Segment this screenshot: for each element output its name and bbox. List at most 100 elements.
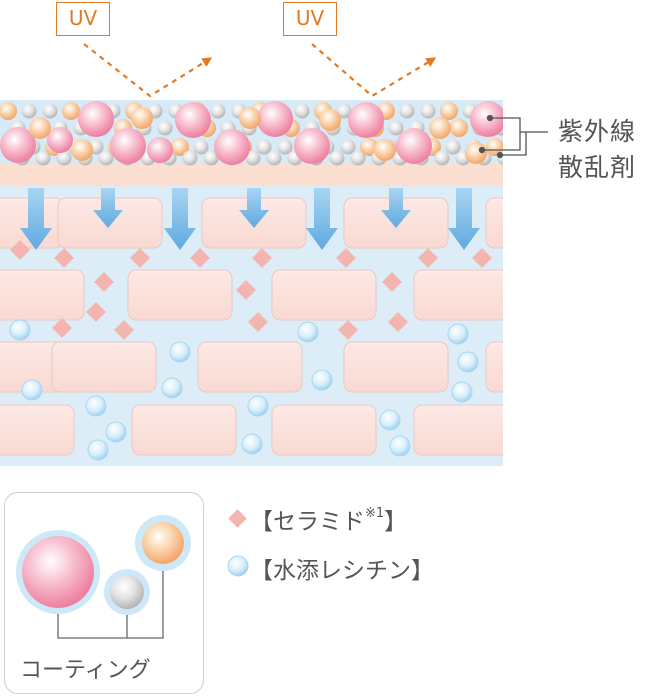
diamond-icon [52, 318, 72, 338]
diamond-icon [248, 312, 268, 332]
scattering-agent-leader [478, 114, 548, 159]
diamond-icon [190, 248, 210, 268]
circle-icon [161, 377, 183, 399]
pink-particle [257, 101, 293, 137]
diamond-icon [338, 320, 358, 340]
circle-icon [169, 341, 191, 363]
skin-cell [343, 341, 449, 393]
circle-icon [297, 321, 319, 343]
down-arrow-icon [164, 188, 196, 250]
circle-icon [457, 351, 479, 373]
coating-illustration [16, 515, 191, 639]
lecithin-markers [9, 319, 479, 461]
gray-particle [182, 150, 198, 166]
scattering-agent-line1: 紫外線 [558, 117, 637, 146]
diamond-icon [418, 248, 438, 268]
ceramide-markers [10, 240, 492, 340]
scattering-agent-line2: 散乱剤 [558, 153, 637, 182]
pink-particle [294, 128, 330, 164]
gray-particle [388, 120, 404, 136]
down-arrow-icon [448, 188, 480, 250]
circle-icon [389, 435, 411, 457]
diamond-icon [388, 312, 408, 332]
skin-cell [413, 269, 503, 321]
gray-particle [399, 103, 415, 119]
gray-particle [340, 139, 356, 155]
gray-particle [294, 103, 310, 119]
circle-icon [9, 319, 31, 341]
pink-particle [0, 127, 36, 163]
skin-cell [0, 404, 75, 456]
legend-lecithin: 【水添レシチン】 [250, 558, 434, 584]
circle-icon [379, 409, 401, 431]
gray-particle [98, 150, 114, 166]
legend-lecithin-label: 水添レシチン [273, 558, 411, 584]
down-arrow-icon [93, 188, 123, 228]
orange-particle [171, 138, 189, 156]
down-arrow-icon [20, 188, 52, 250]
circle-icon [311, 369, 333, 391]
gray-particle [277, 139, 293, 155]
dashed-arrow-icon [83, 43, 213, 98]
diamond-icon [114, 320, 134, 340]
gray-particle [245, 150, 261, 166]
orange-particle [239, 107, 261, 129]
uv-scattering-particles [0, 101, 503, 166]
circle-icon [105, 421, 127, 443]
diamond-icon [86, 302, 106, 322]
skin-cell [485, 197, 503, 249]
gray-particle [329, 150, 345, 166]
skin-cell [197, 341, 303, 393]
gray-particle [193, 139, 209, 155]
gray-particle [336, 103, 352, 119]
orange-particle [71, 139, 93, 161]
circle-icon [247, 395, 269, 417]
penetration-arrows [20, 188, 480, 250]
circle-icon [447, 323, 469, 345]
down-arrow-icon [239, 188, 269, 228]
uv-badge-left: UV [56, 2, 110, 36]
down-arrow-icon [381, 188, 411, 228]
diamond-icon [252, 248, 272, 268]
gray-particle [157, 120, 173, 136]
orange-particle [450, 119, 468, 137]
skin-surface-band [0, 164, 503, 186]
coating-box [4, 492, 204, 694]
gray-particle [434, 150, 450, 166]
legend-ceramide: 【セラミド※1】 [250, 505, 408, 535]
orange-particle [131, 107, 153, 129]
legend-ceramide-note: ※1 [365, 505, 385, 521]
gray-particle [203, 150, 219, 166]
uv-reflection-arrows [83, 43, 437, 98]
dashed-arrow-icon [311, 43, 437, 98]
orange-particle [0, 102, 17, 120]
gray-particle [420, 103, 436, 119]
orange-particle [360, 138, 378, 156]
circle-icon [21, 379, 43, 401]
orange-particle [429, 117, 451, 139]
circle-icon [227, 555, 249, 577]
skin-cell [271, 404, 377, 456]
pink-particle [175, 102, 211, 138]
circle-icon [451, 381, 473, 403]
pink-particle [348, 102, 384, 138]
gray-particle [266, 150, 282, 166]
diamond-icon [472, 248, 492, 268]
skin-cell [485, 341, 503, 393]
skin-cell [51, 341, 157, 393]
gray-particle [21, 103, 37, 119]
pink-particle [147, 137, 173, 163]
diamond-icon [94, 272, 114, 292]
coating-label: コーティング [20, 658, 151, 683]
gray-particle [35, 150, 51, 166]
uv-badge-right: UV [283, 2, 337, 36]
pink-particle [396, 128, 432, 164]
orange-particle [440, 102, 458, 120]
pink-particle [110, 128, 146, 164]
orange-particle [62, 102, 80, 120]
orange-particle [319, 109, 341, 131]
skin-cell [127, 269, 233, 321]
down-arrow-icon [306, 188, 338, 250]
diamond-icon [236, 280, 256, 300]
diamond-icon [382, 272, 402, 292]
